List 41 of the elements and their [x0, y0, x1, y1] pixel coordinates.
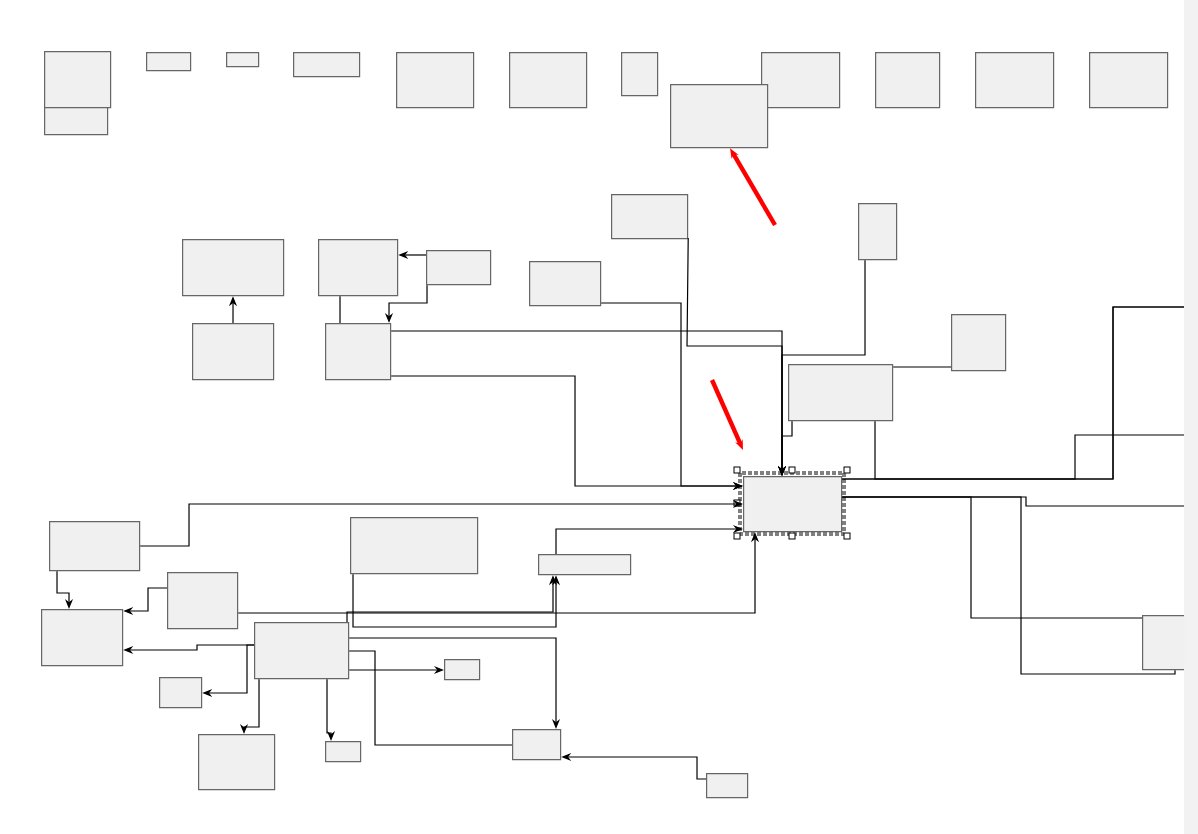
process-box	[788, 364, 894, 422]
process-box	[325, 323, 392, 381]
process-box	[1142, 615, 1186, 671]
process-box	[444, 659, 481, 681]
process-box	[1089, 52, 1169, 109]
process-box	[670, 84, 769, 149]
process-box	[621, 52, 659, 97]
process-box	[350, 517, 479, 575]
process-box	[41, 609, 124, 667]
process-box	[226, 52, 260, 68]
connector-line	[841, 434, 1185, 480]
connector-line	[348, 650, 513, 746]
process-box	[426, 250, 492, 286]
process-box	[512, 729, 562, 761]
process-box	[182, 239, 285, 297]
connector-line	[892, 366, 952, 368]
process-box	[743, 476, 843, 533]
process-box	[611, 194, 689, 240]
process-box	[951, 314, 1007, 372]
process-box	[167, 572, 239, 630]
process-box	[858, 203, 898, 261]
process-box	[538, 554, 632, 576]
process-box	[146, 52, 192, 72]
process-box	[293, 52, 361, 78]
process-box	[509, 52, 588, 109]
process-box	[706, 773, 749, 799]
process-box	[254, 622, 350, 680]
process-box	[198, 734, 276, 791]
process-box	[975, 52, 1055, 109]
process-box	[318, 239, 399, 297]
process-box	[49, 521, 141, 572]
connector-line	[841, 496, 1176, 675]
process-box	[529, 261, 602, 307]
process-box	[875, 52, 941, 109]
process-box	[159, 677, 203, 709]
process-box	[396, 52, 475, 109]
process-box	[192, 323, 275, 381]
process-box	[44, 107, 109, 136]
connector-line	[339, 295, 341, 324]
process-box	[761, 52, 841, 109]
process-box	[325, 741, 362, 763]
